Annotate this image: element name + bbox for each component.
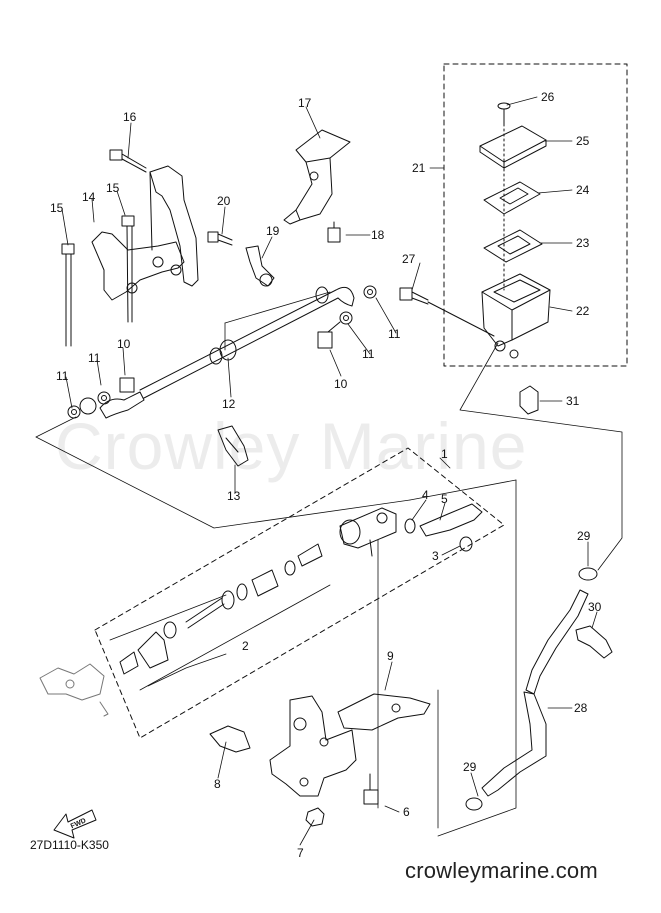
- part-17-bracket: [283, 129, 351, 225]
- label-29b: 29: [463, 760, 477, 774]
- label-11b: 11: [56, 369, 69, 383]
- part-23-diaphragm: [483, 229, 543, 263]
- label-1: 1: [441, 447, 448, 461]
- part-6-bolt: [363, 773, 379, 805]
- label-14: 14: [82, 190, 96, 204]
- part-26-screw: [497, 102, 511, 125]
- label-10a: 10: [117, 337, 131, 351]
- watermark: Crowley Marine: [55, 409, 528, 483]
- label-28: 28: [574, 701, 588, 715]
- part-19-clip: [245, 245, 275, 287]
- part-29-clamps: [465, 567, 598, 811]
- part-3-washer: [459, 536, 473, 552]
- label-6: 6: [403, 805, 410, 819]
- clutch-cylinder-group-box: [94, 447, 505, 739]
- part-4-oring: [404, 518, 416, 534]
- part-11-washers: [67, 285, 377, 419]
- part-18-bolt: [327, 221, 341, 243]
- part-12-pipe: [99, 286, 355, 419]
- part-9-plate: [337, 693, 431, 731]
- label-31: 31: [566, 394, 580, 408]
- part-28-hose: [481, 589, 589, 797]
- part-1-clutch-master-body: [339, 507, 397, 557]
- label-21: 21: [412, 161, 426, 175]
- label-3: 3: [432, 549, 439, 563]
- part-7-nut: [305, 807, 325, 827]
- part-14-bracket: [91, 165, 199, 301]
- label-30: 30: [588, 600, 602, 614]
- part-13-clamp: [217, 425, 249, 467]
- part-24-plate: [483, 181, 541, 215]
- part-2-piston-kit: [119, 543, 323, 675]
- label-20: 20: [217, 194, 231, 208]
- label-4: 4: [422, 488, 429, 502]
- part-25-cap: [479, 125, 547, 169]
- pedal-linkage: [39, 663, 109, 717]
- label-5: 5: [441, 492, 448, 506]
- part-22-reservoir: [481, 123, 551, 359]
- part-30-fitting: [575, 625, 613, 659]
- part-27-bolt: [399, 287, 495, 337]
- label-19: 19: [266, 224, 280, 238]
- master-cylinder-group-box: [443, 63, 628, 367]
- label-9: 9: [387, 649, 394, 663]
- label-24: 24: [576, 183, 590, 197]
- site-footer-text: crowleymarine.com: [405, 858, 598, 883]
- label-10b: 10: [334, 377, 348, 391]
- label-11a: 11: [88, 351, 101, 365]
- label-18: 18: [371, 228, 385, 242]
- label-8: 8: [214, 777, 221, 791]
- label-15b: 15: [50, 201, 64, 215]
- leader-lines: [61, 96, 598, 846]
- part-8-clip: [209, 725, 251, 753]
- label-29a: 29: [577, 529, 591, 543]
- label-15a: 15: [106, 181, 120, 195]
- fwd-arrow-icon: FWD: [53, 809, 97, 839]
- part-16-bolt: [109, 149, 147, 173]
- label-7: 7: [297, 846, 304, 860]
- routing-lines: [35, 291, 623, 837]
- label-12: 12: [222, 397, 236, 411]
- part-31-clip: [519, 385, 539, 415]
- part-5-hose-fitting: [419, 503, 483, 537]
- label-16: 16: [123, 110, 137, 124]
- label-22: 22: [576, 304, 590, 318]
- part-15-cable-ties: [61, 215, 135, 347]
- label-13: 13: [227, 489, 241, 503]
- part-20-bolt: [207, 231, 233, 246]
- part-labels: 1 2 3 4 5 6 7 8 9 10 10 11 11 11 11 12 1…: [50, 90, 602, 860]
- diagram-reference-code: 27D1110-K350: [30, 838, 109, 852]
- label-11c: 11: [388, 327, 401, 341]
- label-23: 23: [576, 236, 590, 250]
- label-17: 17: [298, 96, 312, 110]
- label-11d: 11: [362, 347, 375, 361]
- label-26: 26: [541, 90, 555, 104]
- label-27: 27: [402, 252, 416, 266]
- label-2: 2: [242, 639, 249, 653]
- label-25: 25: [576, 134, 590, 148]
- clutch-lever-bracket: [269, 695, 357, 797]
- part-10-union-bolts: [79, 321, 341, 415]
